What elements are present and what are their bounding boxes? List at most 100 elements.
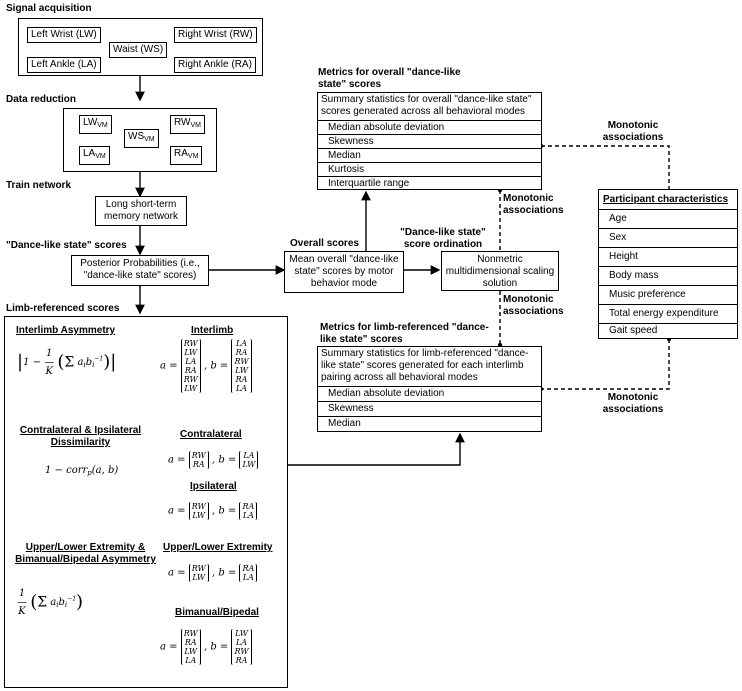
participant-row: Height xyxy=(599,247,737,266)
ul-extremity-heading: Upper/Lower Extremity xyxy=(163,542,273,553)
limb-metric-row: Median absolute deviation xyxy=(318,386,541,401)
vm-ws: WSVM xyxy=(124,129,159,148)
ordination-label: "Dance-like state" score ordination xyxy=(400,227,486,250)
ipsilateral-heading: Ipsilateral xyxy=(190,481,237,492)
participant-row: Body mass xyxy=(599,266,737,285)
matrix-entry: RA xyxy=(235,375,248,384)
posterior-probabilities-box: Posterior Probabilities (i.e., "dance-li… xyxy=(71,255,209,286)
matrix-entry: LW xyxy=(184,384,198,393)
matrix-entry: RW xyxy=(191,502,206,511)
matrix-entry: RA xyxy=(184,638,197,647)
overall-metric-row: Median absolute deviation xyxy=(318,120,541,135)
metrics-overall-table: Summary statistics for overall "dance-li… xyxy=(317,92,542,190)
matrix-entry: RW xyxy=(234,357,249,366)
mean-overall-box: Mean overall "dance-like state" scores b… xyxy=(284,251,404,293)
monotonic-label-ordination-bottom: Monotonic associations xyxy=(503,294,564,317)
vm-ra: RAVM xyxy=(170,146,203,165)
metrics-limb-title: Metrics for limb-referenced "dance-like … xyxy=(320,322,489,345)
signal-acquisition-box: Left Wrist (LW) Waist (WS) Right Wrist (… xyxy=(18,18,263,76)
matrix-entry: LA xyxy=(242,573,254,582)
ul-bb-formula: 1—K (Σ aibi−1) xyxy=(17,588,84,617)
participant-row: Gait speed xyxy=(599,323,737,339)
dashed-overall-participant xyxy=(541,145,670,189)
metrics-overall-header: Summary statistics for overall "dance-li… xyxy=(321,94,532,117)
vm-la: LAVM xyxy=(79,146,110,165)
limb-scores-title: Limb-referenced scores xyxy=(6,303,120,314)
nmds-box: Nonmetric multidimensional scaling solut… xyxy=(441,251,559,291)
dance-scores-title: "Dance-like state" scores xyxy=(6,240,127,251)
limb-referenced-box: Interlimb Asymmetry |1 − 1—K (Σ aibi−1)|… xyxy=(4,316,288,688)
sensor-left-ankle: Left Ankle (LA) xyxy=(27,57,101,73)
contralateral-heading: Contralateral xyxy=(180,429,242,440)
participant-characteristics-table: Participant characteristics Age Sex Heig… xyxy=(598,189,738,339)
overall-metric-row: Kurtosis xyxy=(318,162,541,177)
matrix-entry: RW xyxy=(234,647,249,656)
vm-rw: RWVM xyxy=(170,115,205,134)
matrix-entry: LW xyxy=(184,647,198,656)
limb-metric-row: Skewness xyxy=(318,401,541,416)
data-reduction-title: Data reduction xyxy=(6,94,77,105)
participant-title: Participant characteristics xyxy=(603,194,729,205)
participant-row: Music preference xyxy=(599,285,737,304)
matrix-entry: RA xyxy=(242,502,255,511)
metrics-limb-header: Summary statistics for limb-referenced "… xyxy=(321,348,529,383)
matrix-entry: RA xyxy=(235,348,248,357)
limb-metric-row: Median xyxy=(318,416,541,431)
matrix-entry: LW xyxy=(235,366,248,375)
data-reduction-box: LWVM WSVM RWVM LAVM RAVM xyxy=(63,108,217,172)
sensor-right-ankle: Right Ankle (RA) xyxy=(174,57,256,73)
metrics-limb-table: Summary statistics for limb-referenced "… xyxy=(317,346,542,432)
matrix-entry: LW xyxy=(192,573,206,582)
matrix-entry: RW xyxy=(191,451,206,460)
matrix-entry: RA xyxy=(242,564,255,573)
vm-lw: LWVM xyxy=(79,115,112,134)
overall-metric-row: Median xyxy=(318,148,541,163)
overall-metric-row: Skewness xyxy=(318,134,541,149)
monotonic-label-ordination-top: Monotonic associations xyxy=(503,193,564,216)
contra-ipsi-dissimilarity-heading: Contralateral & Ipsilateral Dissimilarit… xyxy=(19,425,142,448)
matrix-entry: LW xyxy=(192,511,206,520)
matrix-entry: RW xyxy=(183,629,198,638)
matrix-entry: LA xyxy=(235,339,248,348)
overall-scores-label: Overall scores xyxy=(290,238,359,249)
matrix-entry: RA xyxy=(235,656,248,665)
sensor-waist: Waist (WS) xyxy=(109,42,168,58)
ul-bb-asymmetry-heading: Upper/Lower Extremity & Bimanual/Bipedal… xyxy=(15,542,156,565)
interlimb-heading: Interlimb xyxy=(191,325,234,336)
overall-metric-row: Interquartile range xyxy=(318,176,541,191)
participant-row: Sex xyxy=(599,228,737,247)
signal-acquisition-title: Signal acquisition xyxy=(6,3,92,14)
corr-formula: 1 − corrp(a, b) xyxy=(45,465,119,477)
matrix-entry: LA xyxy=(185,357,197,366)
matrix-entry: LW xyxy=(235,629,248,638)
matrix-entry: LW xyxy=(242,460,256,469)
dashed-participant-limb xyxy=(541,339,670,390)
sensor-right-wrist: Right Wrist (RW) xyxy=(174,27,257,43)
monotonic-label-limb: Monotonic associations xyxy=(602,392,664,415)
matrix-entry: RW xyxy=(183,339,198,348)
matrix-entry: LA xyxy=(242,511,254,520)
arrow-limb-to-metrics xyxy=(288,432,465,466)
metrics-overall-title: Metrics for overall "dance-like state" s… xyxy=(318,67,461,90)
bimanual-bipedal-heading: Bimanual/Bipedal xyxy=(175,607,259,618)
lstm-box: Long short-term memory network xyxy=(95,196,187,226)
interlimb-asymmetry-formula: |1 − 1—K (Σ aibi−1)| xyxy=(17,348,117,377)
matrix-entry: LA xyxy=(243,451,255,460)
matrix-entry: LA xyxy=(235,638,248,647)
participant-row: Total energy expenditure xyxy=(599,304,737,323)
matrix-entry: LW xyxy=(184,348,198,357)
